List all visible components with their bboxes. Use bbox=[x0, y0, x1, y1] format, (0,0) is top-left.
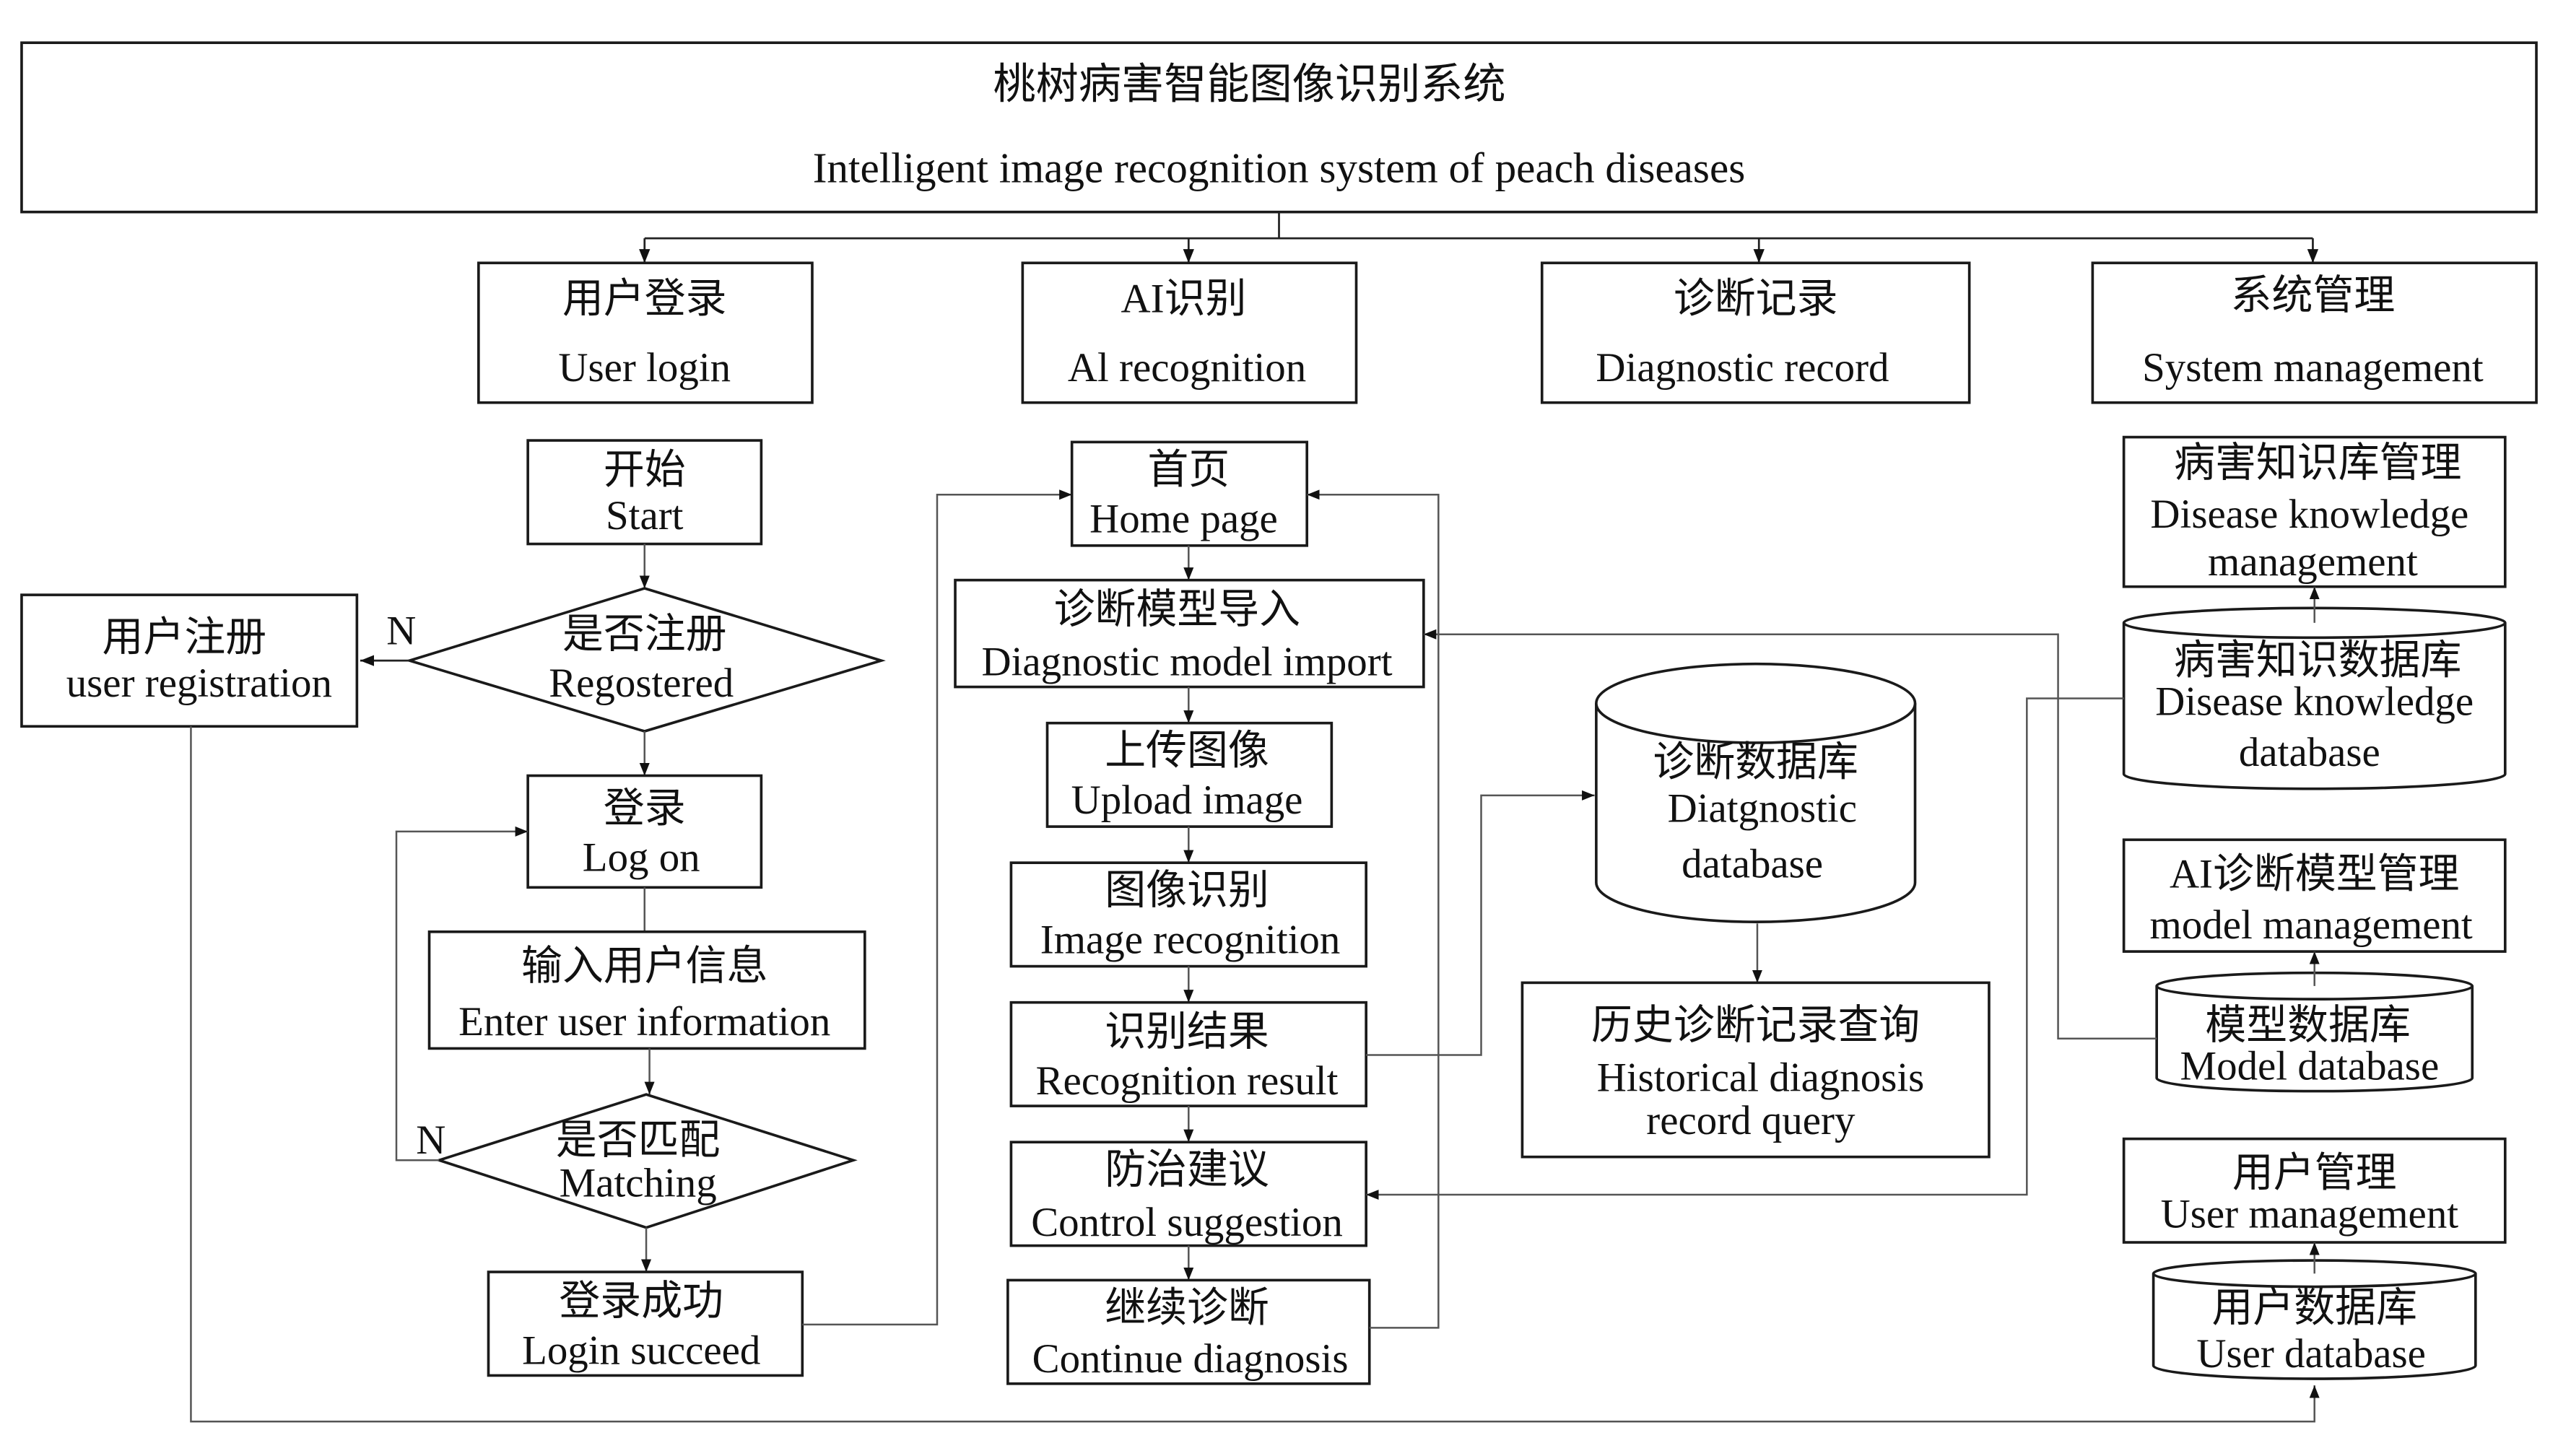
module-user-login: 用户登录 User login bbox=[477, 261, 814, 404]
svg-text:是否匹配: 是否匹配 bbox=[556, 1117, 721, 1163]
module-diagnostic-record: 诊断记录 Diagnostic record bbox=[1540, 261, 1971, 404]
svg-text:Al recognition: Al recognition bbox=[1068, 345, 1306, 391]
svg-text:继续诊断: 继续诊断 bbox=[1105, 1285, 1269, 1330]
node-continue-diagnosis: 继续诊断 Continue diagnosis bbox=[1006, 1278, 1371, 1385]
svg-text:Disease knowledge: Disease knowledge bbox=[2155, 679, 2474, 724]
svg-text:首页: 首页 bbox=[1147, 447, 1230, 492]
svg-text:AI诊断模型管理: AI诊断模型管理 bbox=[2170, 851, 2459, 897]
svg-text:Control suggestion: Control suggestion bbox=[1031, 1200, 1343, 1245]
node-log-on: 登录 Log on bbox=[526, 774, 763, 889]
cylinder-user-database: 用户数据库 User database bbox=[2152, 1259, 2477, 1380]
node-model-import: 诊断模型导入 Diagnostic model import bbox=[954, 578, 1425, 689]
svg-text:模型数据库: 模型数据库 bbox=[2205, 1003, 2411, 1048]
svg-text:database: database bbox=[1682, 842, 1823, 887]
svg-text:系统管理: 系统管理 bbox=[2231, 273, 2396, 318]
svg-text:Enter user information: Enter user information bbox=[458, 999, 830, 1045]
svg-text:历史诊断记录查询: 历史诊断记录查询 bbox=[1591, 1003, 1920, 1048]
title-zh: 桃树病害智能图像识别系统 bbox=[993, 61, 1505, 108]
svg-text:诊断模型导入: 诊断模型导入 bbox=[1054, 587, 1300, 632]
node-knowledge-management: 病害知识库管理 Disease knowledge management bbox=[2122, 435, 2507, 588]
node-login-succeed: 登录成功 Login succeed bbox=[487, 1270, 804, 1377]
svg-text:Recognition result: Recognition result bbox=[1036, 1058, 1339, 1104]
node-user-management: 用户管理 User management bbox=[2122, 1137, 2507, 1244]
decision-registered: 是否注册 Regostered bbox=[404, 587, 886, 733]
svg-text:Regostered: Regostered bbox=[549, 661, 734, 706]
svg-text:Login succeed: Login succeed bbox=[522, 1328, 760, 1374]
decision-matching: 是否匹配 Matching bbox=[435, 1093, 858, 1229]
svg-text:Image recognition: Image recognition bbox=[1040, 917, 1341, 962]
svg-text:开始: 开始 bbox=[604, 447, 686, 492]
svg-text:用户登录: 用户登录 bbox=[562, 276, 727, 322]
cylinder-knowledge-database: 病害知识数据库 Disease knowledge database bbox=[2122, 606, 2507, 790]
svg-text:登录成功: 登录成功 bbox=[559, 1278, 723, 1324]
node-home-page: 首页 Home page bbox=[1070, 440, 1309, 547]
svg-text:登录: 登录 bbox=[604, 785, 686, 831]
svg-text:Diagnostic record: Diagnostic record bbox=[1596, 345, 1889, 391]
node-model-management: AI诊断模型管理 model management bbox=[2122, 838, 2507, 953]
svg-text:是否注册: 是否注册 bbox=[562, 611, 727, 657]
svg-text:Upload image: Upload image bbox=[1071, 777, 1303, 823]
node-enter-user-info: 输入用户信息 Enter user information bbox=[427, 930, 866, 1050]
svg-text:AI识别: AI识别 bbox=[1121, 276, 1247, 322]
cylinder-diagnostic-database: 诊断数据库 Diatgnostic database bbox=[1595, 662, 1917, 923]
svg-text:防治建议: 防治建议 bbox=[1105, 1147, 1269, 1193]
svg-text:用户注册: 用户注册 bbox=[103, 615, 267, 661]
svg-text:Historical diagnosis: Historical diagnosis bbox=[1597, 1055, 1925, 1101]
svg-text:用户数据库: 用户数据库 bbox=[2211, 1285, 2417, 1330]
node-history-query: 历史诊断记录查询 Historical diagnosis record que… bbox=[1521, 981, 1991, 1159]
svg-text:database: database bbox=[2239, 730, 2380, 775]
title-en: Intelligent image recognition system of … bbox=[813, 144, 1746, 192]
svg-text:识别结果: 识别结果 bbox=[1105, 1009, 1269, 1055]
svg-text:Continue diagnosis: Continue diagnosis bbox=[1032, 1336, 1349, 1382]
no-label-matching: N bbox=[416, 1117, 445, 1163]
svg-text:User login: User login bbox=[558, 345, 731, 391]
svg-text:model management: model management bbox=[2150, 902, 2473, 948]
node-image-recognition: 图像识别 Image recognition bbox=[1009, 861, 1367, 968]
node-upload-image: 上传图像 Upload image bbox=[1045, 721, 1334, 828]
svg-text:System management: System management bbox=[2142, 345, 2484, 391]
node-user-registration: 用户注册 user registration bbox=[20, 593, 359, 728]
svg-text:图像识别: 图像识别 bbox=[1105, 868, 1269, 913]
svg-text:病害知识数据库: 病害知识数据库 bbox=[2174, 637, 2461, 683]
svg-text:management: management bbox=[2208, 539, 2418, 585]
svg-text:Start: Start bbox=[606, 493, 684, 539]
svg-text:Model database: Model database bbox=[2180, 1044, 2440, 1089]
no-label-registered: N bbox=[386, 608, 416, 653]
svg-text:Matching: Matching bbox=[560, 1160, 717, 1206]
svg-text:病害知识库管理: 病害知识库管理 bbox=[2174, 440, 2461, 486]
svg-text:Diatgnostic: Diatgnostic bbox=[1668, 785, 1857, 831]
svg-text:用户管理: 用户管理 bbox=[2232, 1151, 2397, 1196]
module-connectors bbox=[639, 212, 2319, 263]
svg-text:输入用户信息: 输入用户信息 bbox=[521, 943, 767, 989]
svg-text:上传图像: 上传图像 bbox=[1105, 728, 1269, 774]
module-system-management: 系统管理 System management bbox=[2091, 261, 2538, 404]
cylinder-model-database: 模型数据库 Model database bbox=[2155, 971, 2474, 1093]
svg-text:Log on: Log on bbox=[583, 835, 700, 881]
svg-text:Home page: Home page bbox=[1089, 497, 1278, 542]
node-control-suggestion: 防治建议 Control suggestion bbox=[1009, 1141, 1367, 1247]
svg-text:record query: record query bbox=[1646, 1098, 1856, 1143]
svg-text:Disease knowledge: Disease knowledge bbox=[2150, 492, 2468, 537]
module-ai-recognition: AI识别 Al recognition bbox=[1021, 261, 1358, 404]
node-recognition-result: 识别结果 Recognition result bbox=[1009, 1001, 1367, 1107]
node-start: 开始 Start bbox=[526, 439, 763, 546]
svg-text:User management: User management bbox=[2161, 1192, 2459, 1237]
svg-text:User database: User database bbox=[2196, 1331, 2426, 1377]
svg-text:user registration: user registration bbox=[66, 661, 332, 706]
title-box: 桃树病害智能图像识别系统 Intelligent image recogniti… bbox=[20, 41, 2538, 214]
svg-text:诊断数据库: 诊断数据库 bbox=[1653, 740, 1858, 785]
svg-text:诊断记录: 诊断记录 bbox=[1674, 276, 1838, 322]
svg-text:Diagnostic model import: Diagnostic model import bbox=[982, 640, 1393, 685]
